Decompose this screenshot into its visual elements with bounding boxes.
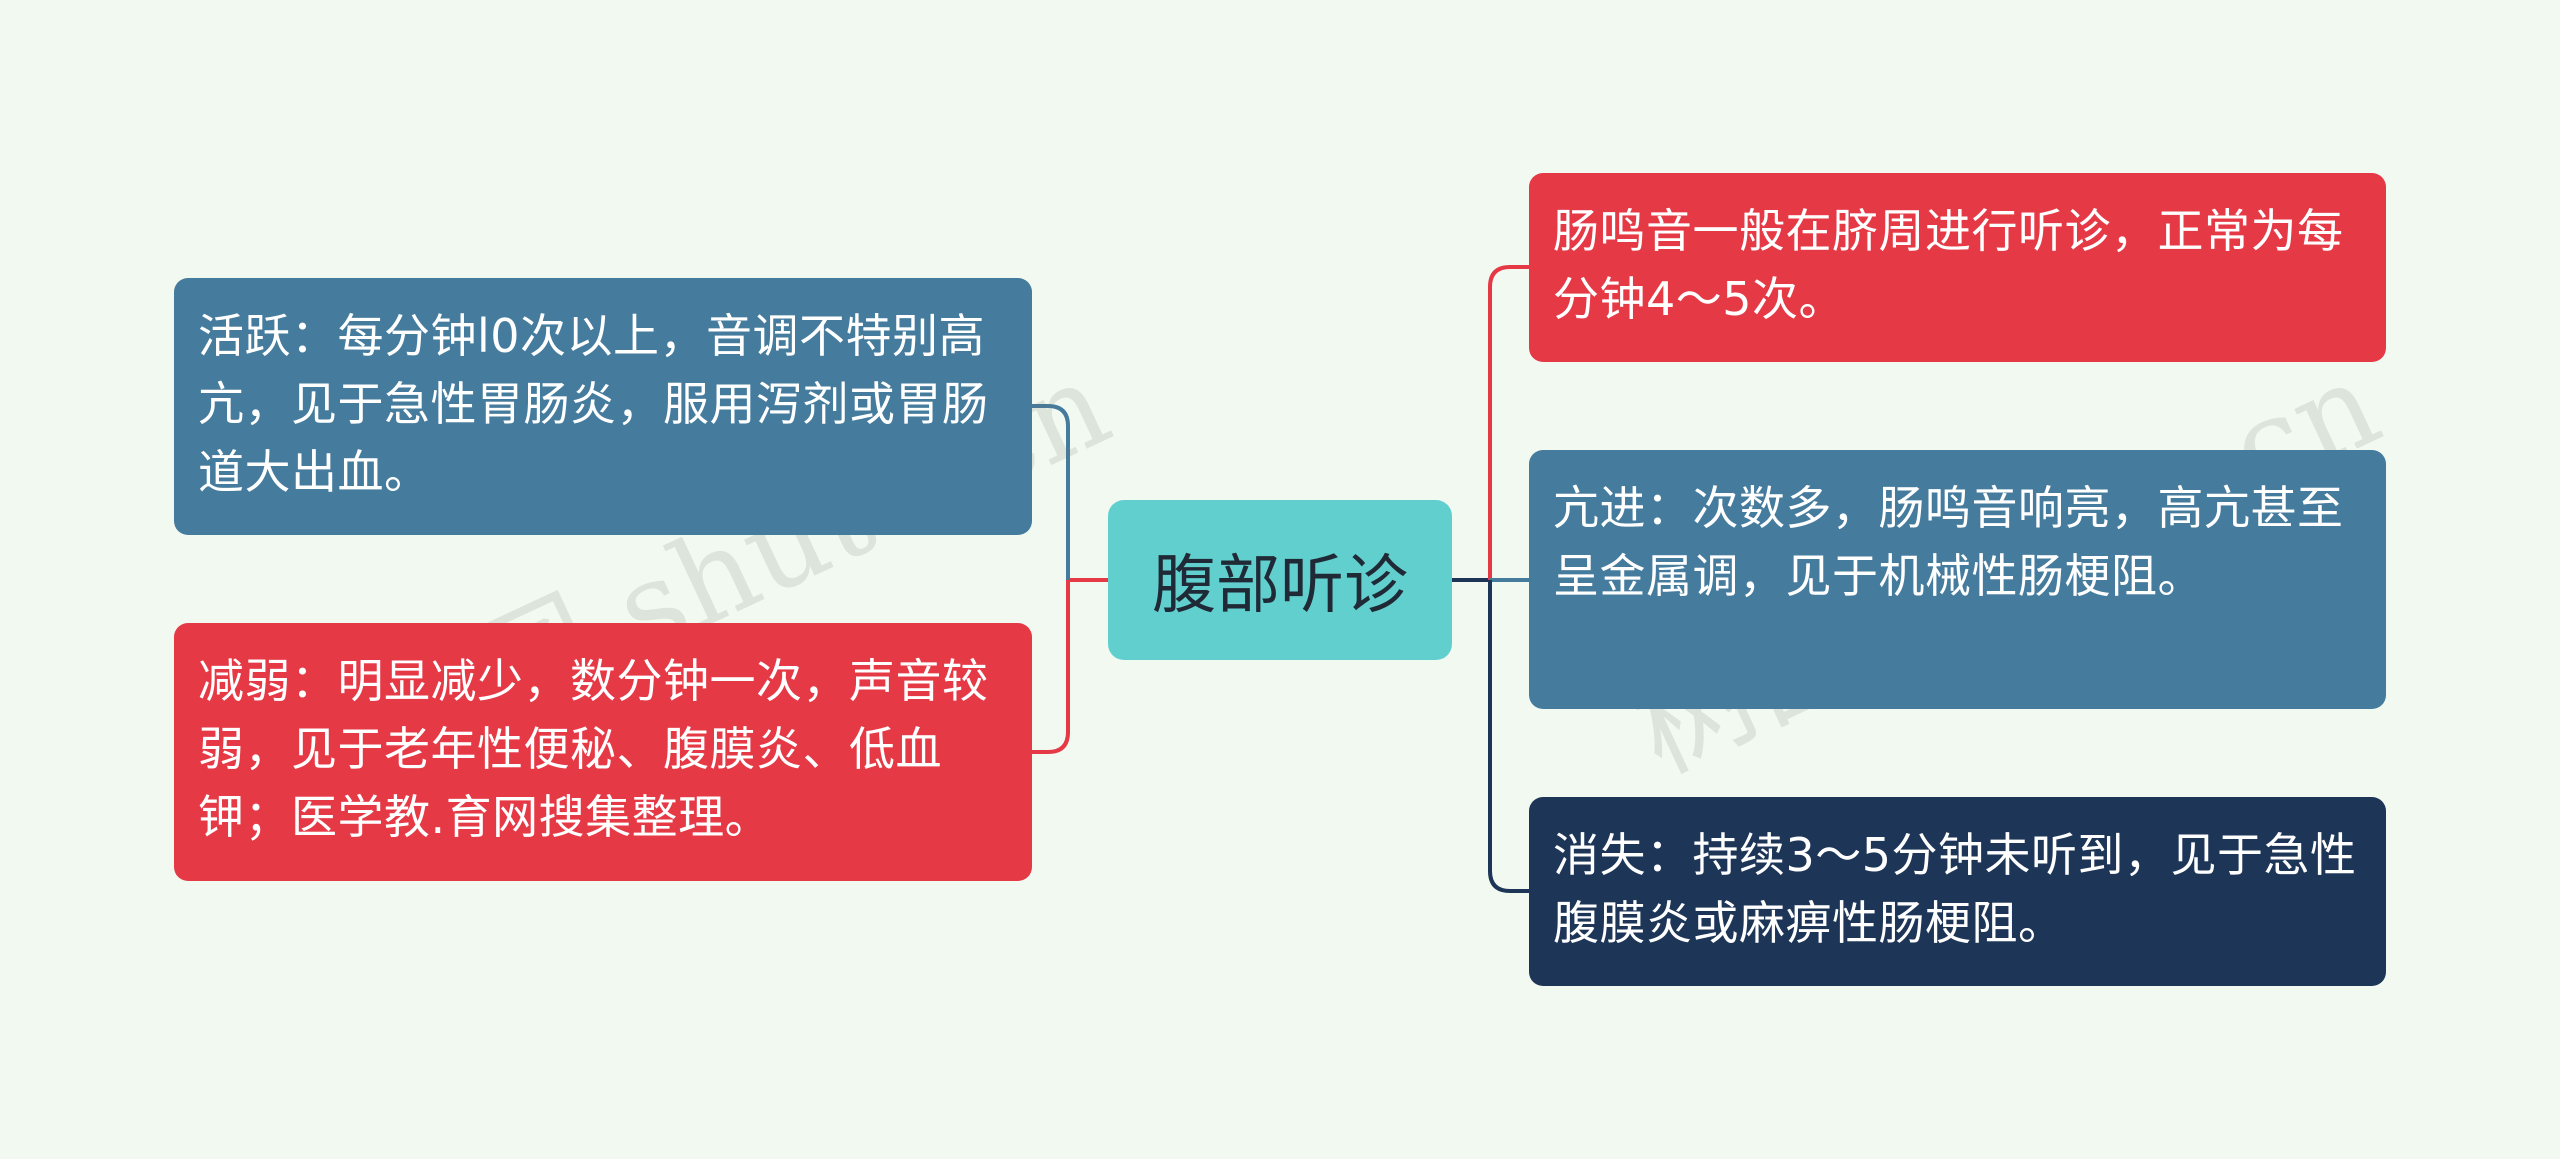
connector-left-1 (1032, 580, 1070, 754)
branch-node-weakened-sounds[interactable]: 减弱：明显减少，数分钟一次，声音较弱，见于老年性便秘、腹膜炎、低血钾；医学教.育… (174, 623, 1032, 881)
central-topic-label: 腹部听诊 (1152, 549, 1408, 623)
central-topic[interactable]: 腹部听诊 (1108, 500, 1452, 660)
connector-right-2 (1488, 580, 1529, 893)
branch-node-text: 活跃：每分钟l0次以上，音调不特别高亢，见于急性胃肠炎，服用泻剂或胃肠道大出血。 (198, 309, 989, 499)
branch-node-active-sounds[interactable]: 活跃：每分钟l0次以上，音调不特别高亢，见于急性胃肠炎，服用泻剂或胃肠道大出血。 (174, 278, 1032, 535)
branch-node-hyperactive-sounds[interactable]: 亢进：次数多，肠鸣音响亮，高亢甚至呈金属调，见于机械性肠梗阻。 (1529, 450, 2386, 709)
connector-right-0 (1488, 265, 1529, 580)
branch-node-text: 减弱：明显减少，数分钟一次，声音较弱，见于老年性便秘、腹膜炎、低血钾；医学教.育… (198, 654, 989, 844)
branch-node-absent-sounds[interactable]: 消失：持续3～5分钟未听到，见于急性腹膜炎或麻痹性肠梗阻。 (1529, 797, 2386, 986)
branch-node-text: 肠鸣音一般在脐周进行听诊，正常为每分钟4～5次。 (1553, 204, 2344, 326)
connector-left-0 (1032, 404, 1070, 580)
branch-node-text: 消失：持续3～5分钟未听到，见于急性腹膜炎或麻痹性肠梗阻。 (1553, 828, 2357, 950)
branch-node-text: 亢进：次数多，肠鸣音响亮，高亢甚至呈金属调，见于机械性肠梗阻。 (1553, 481, 2344, 603)
branch-node-auscultation-norm[interactable]: 肠鸣音一般在脐周进行听诊，正常为每分钟4～5次。 (1529, 173, 2386, 362)
